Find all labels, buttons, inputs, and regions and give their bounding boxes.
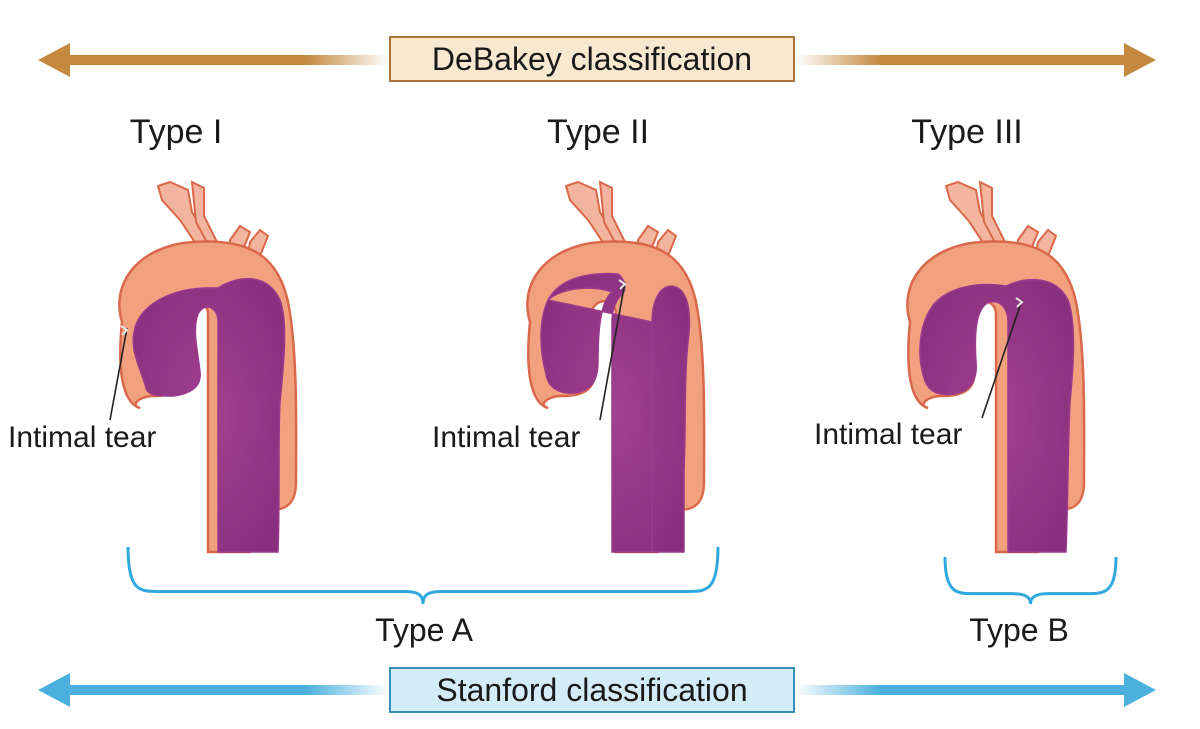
intimal-tear-label-type-ii: Intimal tear [432,421,581,454]
aorta-type-ii [526,180,706,554]
type-iii-label: Type III [911,113,1023,151]
aorta-lumen-type-iii [919,279,1075,553]
intimal-tear-flap-type-ii [618,279,627,290]
stanford-type-b-label: Type B [969,612,1069,648]
debakey-arrow-shaft-right [795,55,1136,65]
intimal-tear-leader-type-ii [599,281,626,421]
intimal-tear-leader-type-iii [981,299,1023,419]
debakey-classification-label: DeBakey classification [389,36,795,82]
stanford-type-a-label: Type A [375,612,473,648]
intimal-tear-leader-type-i [109,327,128,421]
intimal-tear-flap-type-iii [1015,297,1024,308]
intimal-tear-label-type-iii: Intimal tear [814,418,963,451]
type-i-label: Type I [129,113,223,151]
intimal-tear-flap-type-i [120,325,129,336]
aorta-lumen-type-ii [540,272,691,553]
stanford-classification-label: Stanford classification [389,667,795,713]
stanford-arrowhead-left [38,673,70,707]
stanford-type-b-brace [943,556,1118,605]
aorta-type-i [118,180,298,554]
type-ii-label: Type II [546,113,650,151]
stanford-type-a-brace [126,546,720,605]
stanford-arrow-shaft-left [58,685,389,695]
aorta-type-iii [906,180,1086,554]
debakey-arrowhead-right [1124,43,1156,77]
debakey-arrowhead-left [38,43,70,77]
debakey-arrow-shaft-left [58,55,389,65]
intimal-tear-label-type-i: Intimal tear [8,421,157,454]
aorta-lumen-type-i [132,277,286,553]
stanford-arrowhead-right [1124,673,1156,707]
stanford-arrow-shaft-right [795,685,1136,695]
